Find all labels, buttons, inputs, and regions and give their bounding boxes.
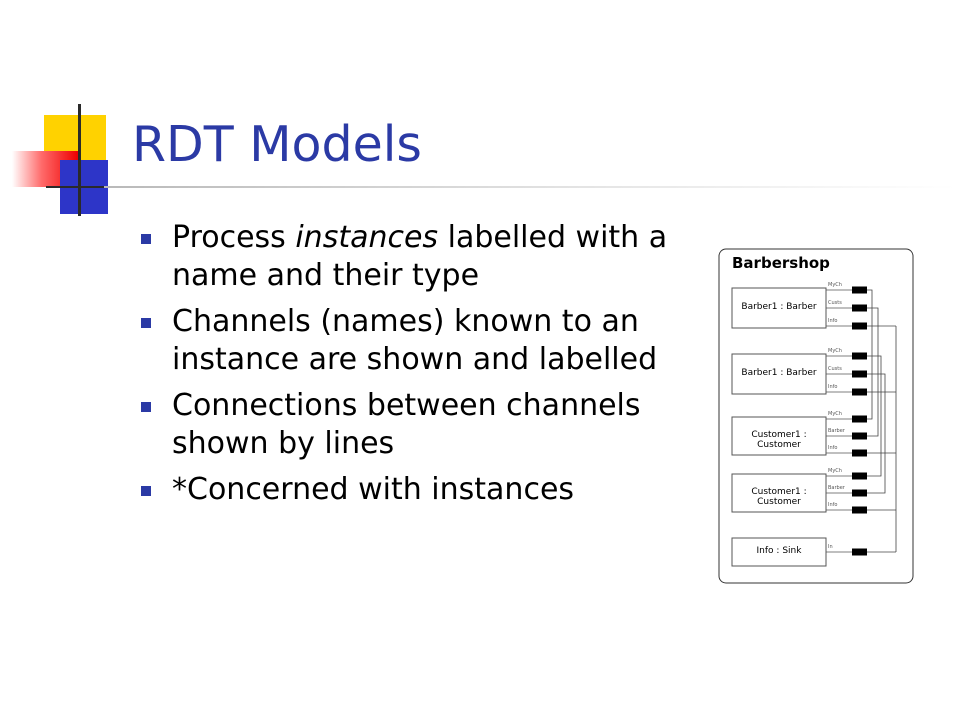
channel-label: Barber bbox=[828, 485, 845, 491]
bullet-list: Process instances labelled with a name a… bbox=[135, 219, 715, 517]
bullet-text-before: Process bbox=[172, 220, 296, 255]
channel-port bbox=[852, 388, 867, 396]
channel-port bbox=[852, 304, 867, 312]
process-label: Barber1 : Barber bbox=[741, 368, 817, 378]
process-label: Customer1 : Customer bbox=[751, 487, 807, 507]
bullet-square-icon bbox=[141, 486, 151, 496]
bullet-text-italic: instances bbox=[295, 220, 439, 255]
slide-title: RDT Models bbox=[132, 116, 422, 173]
channel-label: In bbox=[828, 544, 833, 550]
channel-port bbox=[852, 548, 867, 556]
connection-line bbox=[867, 373, 886, 494]
bullet-item: Connections between channels shown by li… bbox=[135, 387, 715, 463]
title-underline bbox=[104, 186, 956, 188]
connection-line bbox=[867, 355, 882, 477]
bullet-text: Connections between channels shown by li… bbox=[172, 388, 641, 461]
channel-label: MyCh bbox=[828, 282, 842, 288]
process-label: Barber1 : Barber bbox=[741, 302, 817, 312]
channel-port bbox=[852, 352, 867, 360]
channel-port bbox=[852, 506, 867, 514]
bullet-square-icon bbox=[141, 402, 151, 412]
connection-line bbox=[867, 289, 873, 420]
channel-port bbox=[852, 472, 867, 480]
logo-horizontal-line bbox=[46, 186, 134, 188]
channel-label: MyCh bbox=[828, 348, 842, 354]
diagram-frame bbox=[718, 248, 914, 584]
bullet-item: Process instances labelled with a name a… bbox=[135, 219, 715, 295]
channel-port bbox=[852, 322, 867, 330]
channel-port bbox=[852, 449, 867, 457]
channel-label: Info bbox=[828, 318, 838, 324]
process-label: Info : Sink bbox=[756, 546, 802, 556]
channel-port bbox=[852, 432, 867, 440]
bullet-square-icon bbox=[141, 318, 151, 328]
bullet-square-icon bbox=[141, 234, 151, 244]
channel-label: MyCh bbox=[828, 468, 842, 474]
logo-vertical-line bbox=[78, 104, 81, 216]
channel-port bbox=[852, 286, 867, 294]
process-box bbox=[731, 473, 827, 513]
process-box bbox=[731, 353, 827, 395]
bullet-text-after: labelled with a name and their type bbox=[172, 220, 668, 293]
channel-label: Info bbox=[828, 445, 838, 451]
channel-label: MyCh bbox=[828, 411, 842, 417]
bullet-text: *Concerned with instances bbox=[172, 472, 575, 507]
process-label: Customer1 : Customer bbox=[751, 430, 807, 450]
channel-port bbox=[852, 370, 867, 378]
channel-label: Barber bbox=[828, 428, 845, 434]
bullet-item: *Concerned with instances bbox=[135, 471, 715, 509]
channel-port bbox=[852, 489, 867, 497]
channel-label: Custs bbox=[828, 366, 842, 372]
diagram-canvas bbox=[718, 248, 914, 584]
bullet-item: Channels (names) known to an instance ar… bbox=[135, 303, 715, 379]
bullet-text: Channels (names) known to an instance ar… bbox=[172, 304, 658, 377]
channel-label: Info bbox=[828, 384, 838, 390]
connection-line bbox=[867, 307, 879, 437]
channel-label: Custs bbox=[828, 300, 842, 306]
channel-port bbox=[852, 415, 867, 423]
diagram-title: Barbershop bbox=[732, 254, 830, 272]
channel-label: Info bbox=[828, 502, 838, 508]
